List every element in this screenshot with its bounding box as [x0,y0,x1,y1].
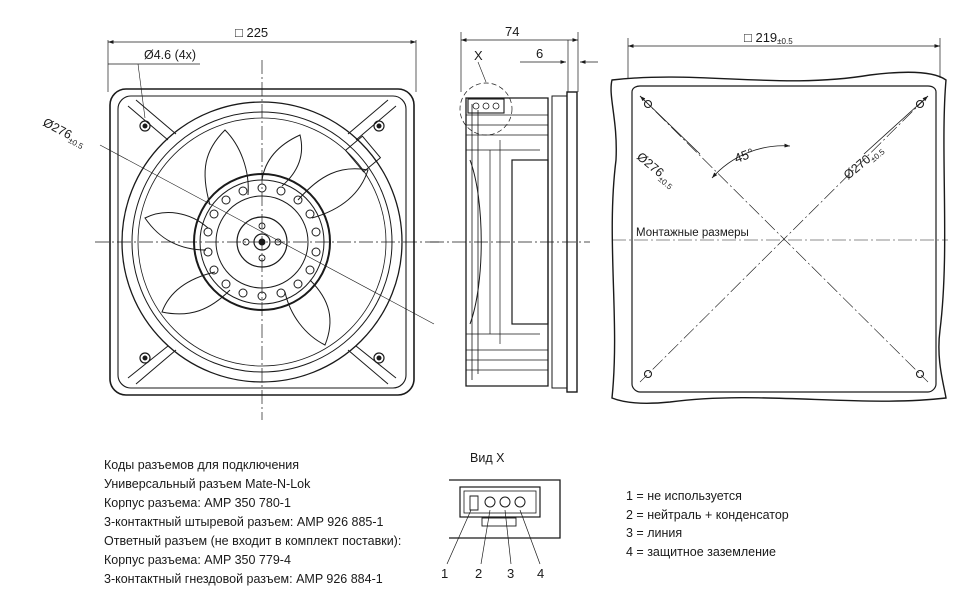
note-line: Ответный разъем (не входит в комплект по… [104,534,402,548]
pin-legend: 1 = не используется 2 = нейтраль + конде… [626,487,789,561]
pin-label-1: 1 [441,566,448,581]
dim-depth-label: 74 [505,24,519,39]
connector-view-title: Вид X [470,451,505,465]
pin-label-4: 4 [537,566,544,581]
connector-notes: Коды разъемов для подключения Универсаль… [104,456,401,589]
detail-x-label: X [474,48,483,63]
front-view [95,40,440,420]
note-line: 3-контактный гнездовой разъем: AMP 926 8… [104,572,383,586]
dim-diag-276-label: Ø276±0.5 [633,150,679,192]
dim-circle-label: Ø276±0.5 [40,115,89,151]
pin-label-3: 3 [507,566,514,581]
note-line: Корпус разъема: AMP 350 780-1 [104,496,291,510]
legend-item: 4 = защитное заземление [626,544,776,559]
side-view [430,32,598,393]
legend-item: 3 = линия [626,526,683,541]
connector-drawing [446,479,561,565]
dim-flange-label: 6 [536,46,543,61]
angle-label: 45° [732,145,756,166]
pin-label-2: 2 [475,566,482,581]
mount-view [610,38,948,404]
dim-diag-270-label: Ø270±0.5 [841,142,887,184]
dim-width-label: □ 225 [235,25,268,40]
note-line: 3-контактный штыревой разъем: AMP 926 88… [104,515,384,529]
legend-item: 1 = не используется [626,489,742,503]
dim-holes-label: Ø4.6 (4x) [144,48,196,62]
dim-square-label: □ 219±0.5 [744,30,793,46]
note-line: Универсальный разъем Mate-N-Lok [104,477,311,491]
mount-caption: Монтажные размеры [636,227,749,239]
note-line: Корпус разъема: AMP 350 779-4 [104,553,291,567]
legend-item: 2 = нейтраль + конденсатор [626,507,789,522]
note-line: Коды разъемов для подключения [104,458,300,472]
